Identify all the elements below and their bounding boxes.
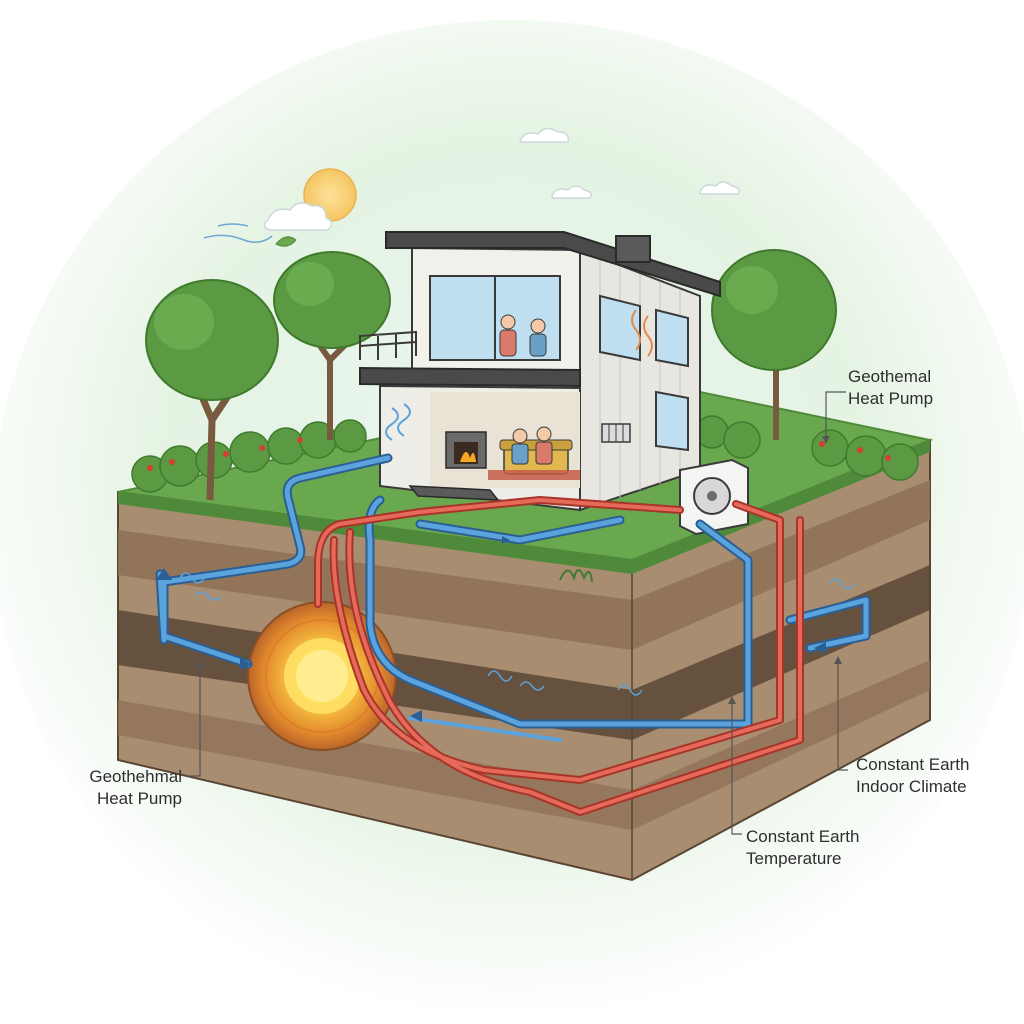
callout-line-1: Geothehmal (89, 767, 182, 786)
callout-line-2: Heat Pump (848, 389, 934, 408)
tree-left-2 (273, 251, 391, 440)
hedge-right (695, 415, 919, 481)
radiator-icon (601, 423, 631, 443)
callout-line-2: Heat Pump (96, 789, 182, 808)
cloud-icon (699, 181, 740, 195)
heat-pump-unit-icon (679, 458, 749, 536)
callout-line-2: Temperature (746, 849, 842, 868)
cloud-icon (551, 185, 592, 199)
cloud-icon (518, 127, 570, 143)
leaf-icon (275, 236, 297, 247)
warm-air-waves (631, 309, 653, 357)
cold-pipes (155, 453, 871, 742)
flow-squiggles (179, 572, 855, 696)
callout-line-1: Constant Earth (746, 827, 860, 846)
wind-lines (203, 223, 273, 243)
family-living-room (511, 426, 553, 465)
fireplace-icon (445, 431, 487, 469)
callout-line-1: Constant Earth (856, 755, 970, 774)
house (359, 231, 721, 512)
callout-line-2: Indoor Climate (856, 777, 967, 796)
callout-line-1: Geothemal (848, 367, 932, 386)
callout-arrowheads (196, 436, 842, 704)
balcony (359, 330, 417, 360)
callout-earth-temperature: Constant Earth Temperature (746, 826, 859, 870)
rug (488, 470, 580, 480)
family-upstairs (499, 314, 547, 357)
berries (147, 437, 891, 471)
earth-heat-core (247, 601, 397, 751)
tree-left-1 (145, 279, 279, 501)
cloud-icon (263, 202, 333, 231)
callout-heat-pump-top-right: Geothemal Heat Pump (848, 366, 933, 410)
hot-pipes (314, 496, 804, 816)
tree-right (711, 249, 837, 440)
callout-indoor-climate: Constant Earth Indoor Climate (856, 754, 969, 798)
flow-arrows (156, 536, 826, 722)
callout-leaders (188, 391, 848, 835)
cool-air-swirls (385, 403, 411, 441)
callout-heat-pump-bottom-left: Geothehmal Heat Pump (76, 766, 182, 810)
